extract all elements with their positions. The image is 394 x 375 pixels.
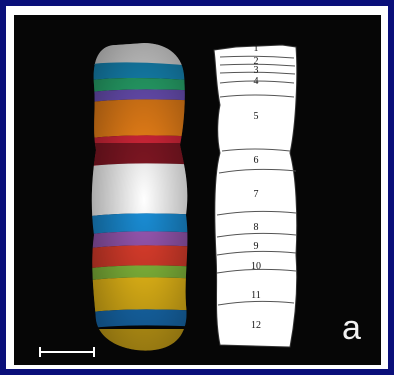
band-label-6: 6 (254, 155, 259, 166)
band-label-9: 9 (254, 241, 259, 252)
band-label-5: 5 (254, 111, 259, 122)
figure-panel: 1 2 3 4 5 6 7 8 9 10 11 12 a (14, 15, 381, 365)
colored-chromosome (84, 35, 204, 365)
band-label-7: 7 (254, 189, 259, 200)
ideogram: 1 2 3 4 5 6 7 8 9 10 11 12 (214, 43, 297, 347)
band-label-12: 12 (251, 320, 261, 331)
band-label-10: 10 (251, 261, 261, 272)
band-label-11: 11 (251, 290, 261, 301)
chromosome-figure: 1 2 3 4 5 6 7 8 9 10 11 12 (14, 15, 381, 365)
band-label-1: 1 (254, 43, 259, 54)
band-label-4: 4 (254, 76, 259, 87)
scale-bar (40, 347, 94, 357)
panel-label: a (342, 311, 361, 345)
band-label-3: 3 (254, 65, 259, 76)
band-label-8: 8 (254, 222, 259, 233)
